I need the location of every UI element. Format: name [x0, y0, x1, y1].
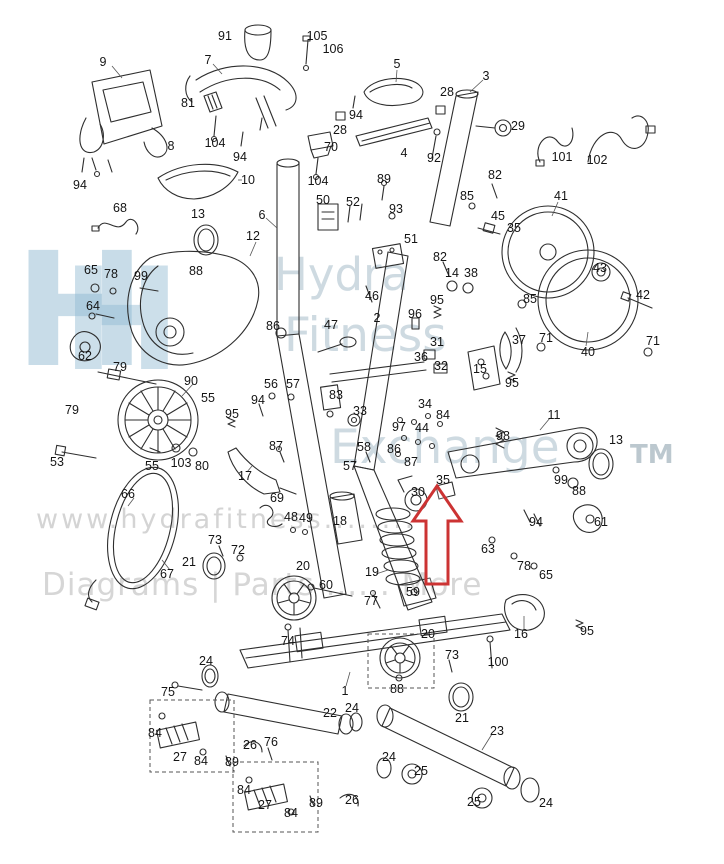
red-up-arrow: [410, 483, 464, 586]
diagram-linework: [54, 24, 656, 816]
dashed-group-boxes: [149, 633, 435, 833]
leader-lines: [111, 63, 589, 751]
